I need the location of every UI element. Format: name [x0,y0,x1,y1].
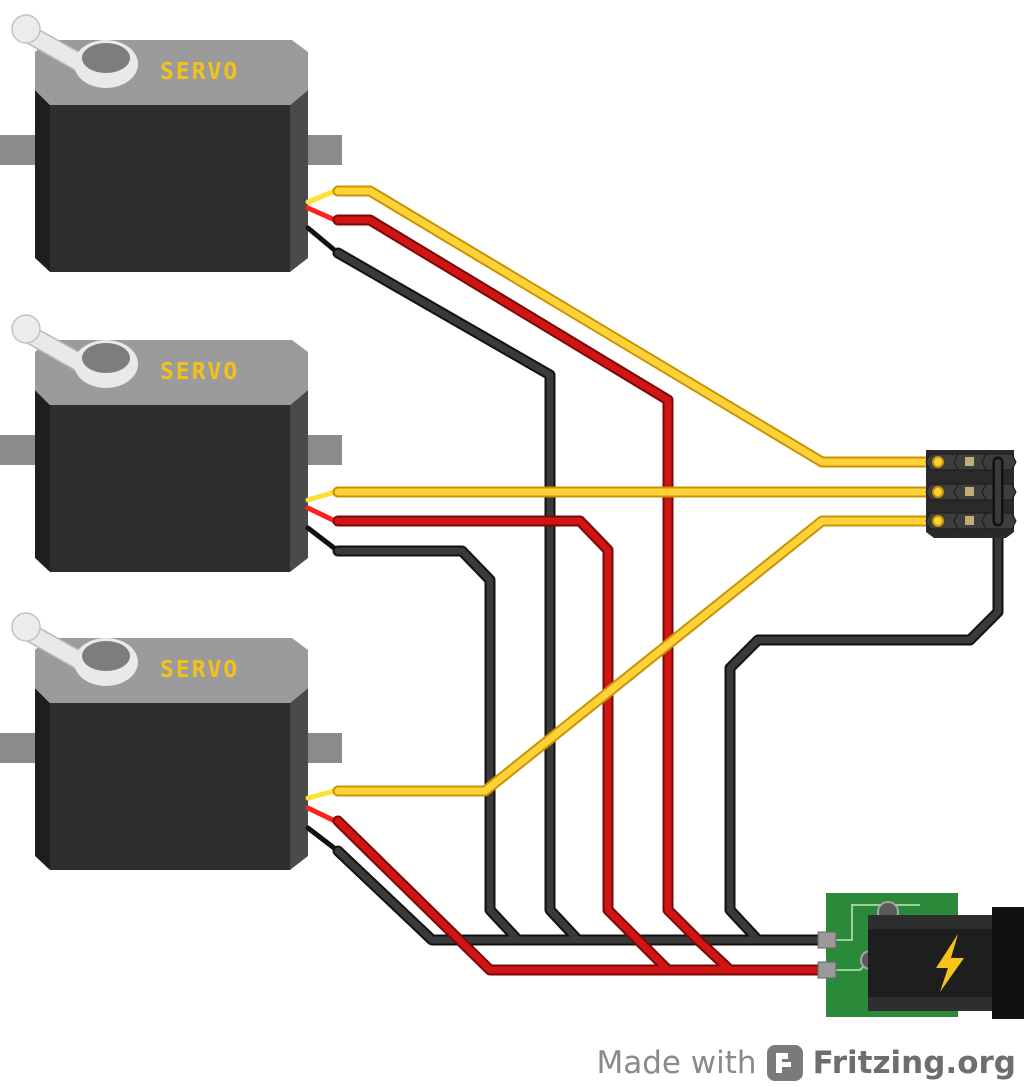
made-with-text: Made with [596,1045,757,1081]
servo-2: SERVO [0,314,343,573]
ground-wires [332,247,1004,946]
servo-1: SERVO [0,14,343,273]
power-wires [332,214,828,976]
signal-wires [332,185,946,797]
servo-label: SERVO [160,59,239,85]
fritzing-brand-link[interactable]: Fritzing.org [812,1045,1016,1081]
servo-3: SERVO [0,612,343,871]
power-jack [817,893,1024,1019]
fritzing-logo-icon [766,1045,803,1081]
fritzing-footer: Made with Fritzing.org [596,1041,1016,1085]
servo-leads [305,188,341,854]
servo-label: SERVO [160,657,239,683]
lightning-icon [936,934,964,992]
pin-header [925,450,1017,538]
servo-label: SERVO [160,359,239,385]
